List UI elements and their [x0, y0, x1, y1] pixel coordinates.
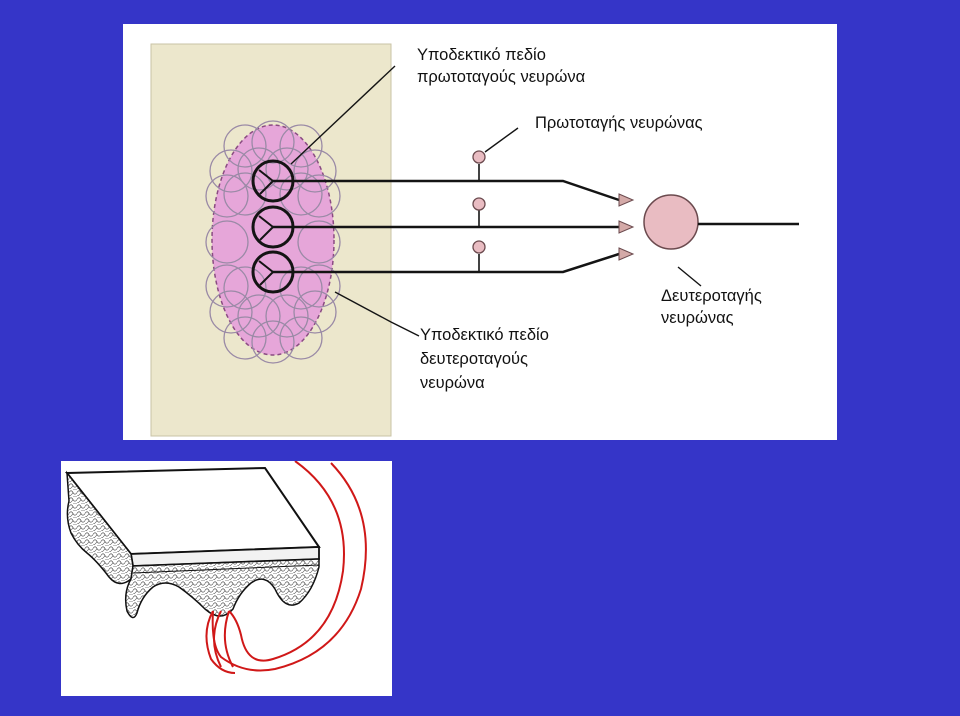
skin-dermis-front	[124, 558, 320, 619]
label-secondary-field: Υποδεκτικό πεδίο δευτεροταγούς νευρώνα	[420, 326, 553, 392]
label-secondary-neuron: Δευτεροταγής νευρώνας	[661, 287, 766, 327]
skin-left-side	[66, 470, 134, 585]
receptive-field-diagram: Υποδεκτικό πεδίο πρωτοταγούς νευρώνα Πρω…	[123, 24, 837, 440]
skin-block-svg	[64, 461, 367, 674]
leader-lines	[290, 65, 702, 337]
primary-neuron-bodies	[472, 150, 486, 272]
nerve-endings	[258, 169, 274, 286]
primary-axons	[273, 179, 620, 274]
skin-layer-line	[132, 564, 320, 574]
skin-block-illustration	[61, 461, 392, 696]
receptor-circles	[205, 120, 341, 364]
receptive-field-svg: Υποδεκτικό πεδίο πρωτοταγούς νευρώνα Πρω…	[150, 43, 799, 437]
secondary-neuron-body	[643, 194, 699, 250]
label-primary-neuron: Πρωτοταγής νευρώνας	[535, 114, 703, 132]
label-primary-field: Υποδεκτικό πεδίο πρωτοταγούς νευρώνα	[417, 46, 586, 86]
nerve-fibers	[205, 461, 367, 674]
synaptic-terminals	[618, 193, 635, 261]
